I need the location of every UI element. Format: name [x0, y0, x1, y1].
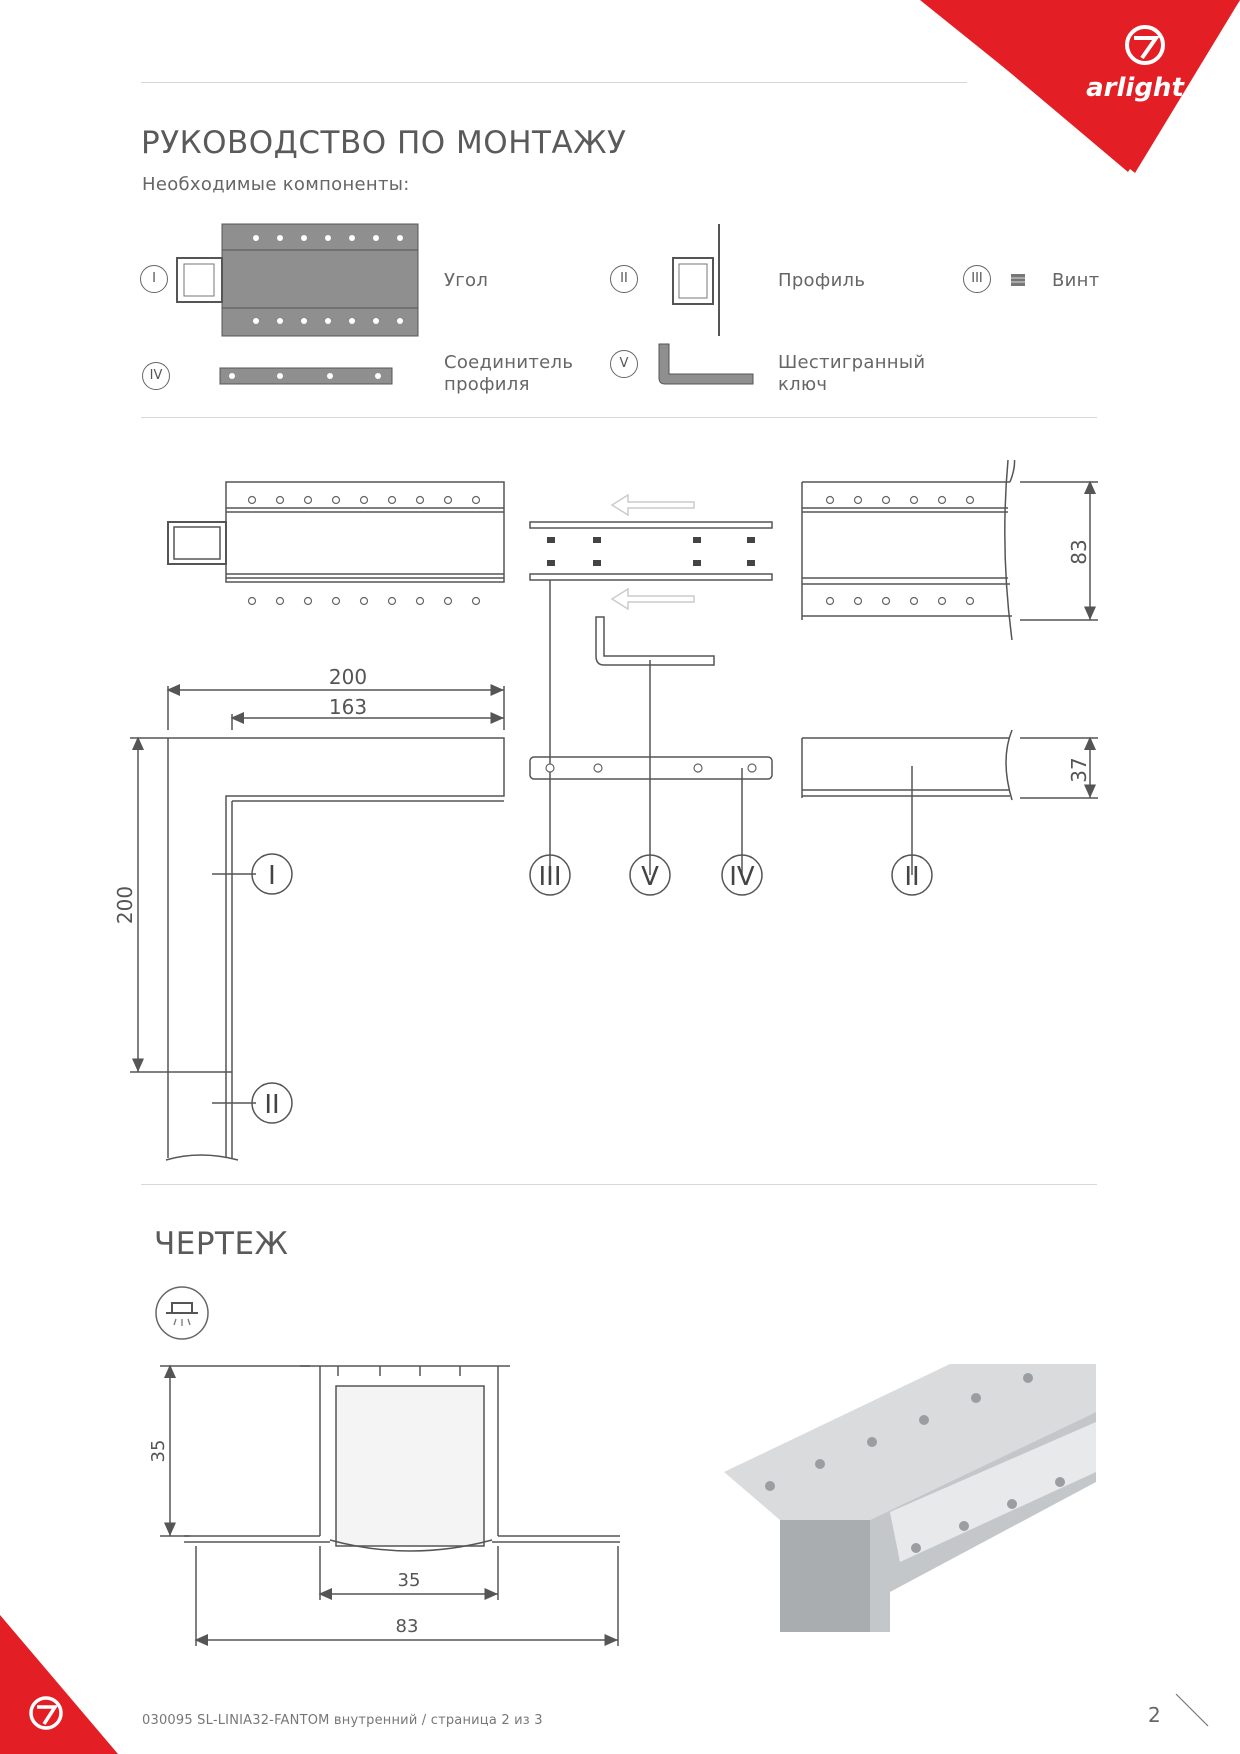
- component-label: Соединитель профиля: [444, 352, 574, 395]
- brand-logo-text: arlight: [1086, 73, 1185, 103]
- brand-corner: arlight: [920, 0, 1240, 173]
- component-label: Шестигранный ключ: [778, 352, 926, 395]
- dim-height: 200: [113, 886, 137, 924]
- brand-corner-bottom: [0, 1615, 118, 1754]
- callout-label: II: [264, 1090, 279, 1120]
- footer-product-code: 030095 SL-LINIA32-FANTOM внутренний / ст…: [142, 1713, 543, 1728]
- dim-section-inner-width: 35: [398, 1570, 421, 1591]
- section-divider: [141, 417, 1097, 418]
- dim-section-total-width: 83: [396, 1616, 419, 1637]
- page-title: РУКОВОДСТВО ПО МОНТАЖУ: [141, 125, 627, 161]
- dim-profile-height: 37: [1067, 757, 1091, 782]
- dim-width-total: 200: [329, 665, 367, 689]
- component-number: III: [963, 265, 991, 293]
- callout-label: I: [268, 861, 276, 891]
- top-divider: [141, 82, 967, 83]
- arlight-logo-small-icon: [29, 1696, 63, 1730]
- component-label: Винт: [1052, 270, 1100, 291]
- component-number: V: [610, 350, 638, 378]
- callout-label: V: [641, 862, 659, 892]
- recessed-ceiling-icon: [155, 1286, 209, 1340]
- hex-key-icon: [658, 343, 754, 385]
- page-number: 2: [1148, 1703, 1161, 1727]
- dim-profile-width: 83: [1067, 539, 1091, 564]
- callout-label: II: [904, 862, 919, 892]
- corner-part-icon: [176, 223, 419, 337]
- dim-width-inner: 163: [329, 695, 367, 719]
- profile-part-icon: [672, 224, 720, 336]
- page-corner-mark: [1175, 1693, 1209, 1727]
- component-label: Профиль: [778, 270, 866, 291]
- screw-icon: [1011, 274, 1025, 286]
- profile-3d-render: [724, 1364, 1096, 1632]
- connector-part-icon: [219, 367, 393, 385]
- callout-label: III: [538, 862, 561, 892]
- section-divider: [141, 1184, 1097, 1185]
- callout-label: IV: [729, 862, 755, 892]
- drawing-title: ЧЕРТЕЖ: [154, 1226, 289, 1262]
- component-label: Угол: [444, 270, 489, 291]
- page-subtitle: Необходимые компоненты:: [142, 174, 410, 195]
- dim-section-height: 35: [148, 1440, 169, 1463]
- component-number: IV: [142, 362, 170, 390]
- cross-section-drawing: 35 35 83: [148, 1364, 620, 1646]
- component-number: II: [610, 265, 638, 293]
- component-number: I: [140, 265, 168, 293]
- assembly-diagram: 200 163 200 83 37 I II III V IV II: [113, 460, 1098, 1161]
- arlight-logo-icon: [1125, 25, 1165, 65]
